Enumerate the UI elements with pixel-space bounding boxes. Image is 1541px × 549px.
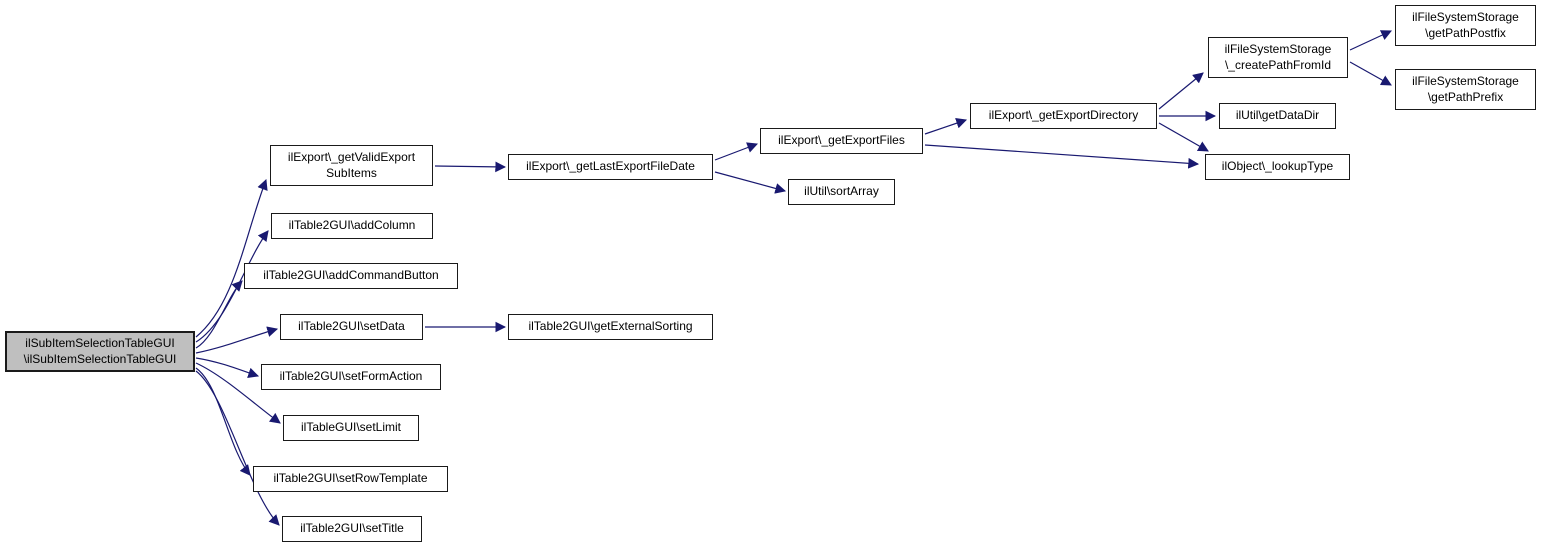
node-ilexport-getlastexportfiledate[interactable]: ilExport\_getLastExportFileDate [508, 154, 713, 180]
node-iltablegui-setlimit[interactable]: ilTableGUI\setLimit [283, 415, 419, 441]
edge-createpathfromid-to-getpathprefix [1349, 61, 1392, 86]
node-ilsubitemselectiontablegui-ilsubitemselectiontablegui: ilSubItemSelectionTableGUI \ilSubItemSel… [5, 331, 195, 372]
node-iltable2gui-getexternalsorting[interactable]: ilTable2GUI\getExternalSorting [508, 314, 713, 340]
edge-root-to-setdata [195, 326, 279, 354]
edge-root-to-setformaction [195, 357, 260, 379]
edge-getlastexportfiledate-to-sortarray [714, 171, 787, 194]
edge-root-to-setlimit [195, 362, 281, 424]
node-ilexport-getvalidexportsubitems[interactable]: ilExport\_getValidExport SubItems [270, 145, 433, 186]
edge-root-to-settitle [195, 370, 280, 526]
node-iltable2gui-settitle[interactable]: ilTable2GUI\setTitle [282, 516, 422, 542]
node-ilfilesystemstorage-getpathpostfix[interactable]: ilFileSystemStorage \getPathPostfix [1395, 5, 1536, 46]
node-ilfilesystemstorage-getpathprefix[interactable]: ilFileSystemStorage \getPathPrefix [1395, 69, 1536, 110]
node-ilexport-getexportfiles[interactable]: ilExport\_getExportFiles [760, 128, 923, 154]
edge-root-to-addcommandbutton [195, 280, 243, 349]
node-iltable2gui-setrowtemplate[interactable]: ilTable2GUI\setRowTemplate [253, 466, 448, 492]
node-ilexport-getexportdirectory[interactable]: ilExport\_getExportDirectory [970, 103, 1157, 129]
node-ilutil-getdatadir[interactable]: ilUtil\getDataDir [1219, 103, 1336, 129]
edge-root-to-getvalidexportsubitems [195, 178, 268, 338]
edge-getexportfiles-to-getexportdirectory [924, 118, 968, 135]
edge-getlastexportfiledate-to-getexportfiles [714, 142, 759, 161]
node-iltable2gui-addcolumn[interactable]: ilTable2GUI\addColumn [271, 213, 433, 239]
node-ilfilesystemstorage-createpathfromid[interactable]: ilFileSystemStorage \_createPathFromId [1208, 37, 1348, 78]
node-iltable2gui-setformaction[interactable]: ilTable2GUI\setFormAction [261, 364, 441, 390]
edge-getexportfiles-to-lookuptype [924, 144, 1200, 169]
node-ilutil-sortarray[interactable]: ilUtil\sortArray [788, 179, 895, 205]
edge-root-to-setrowtemplate [195, 367, 251, 476]
edge-getexportdirectory-to-createpathfromid [1158, 72, 1204, 110]
node-iltable2gui-addcommandbutton[interactable]: ilTable2GUI\addCommandButton [244, 263, 458, 289]
edge-createpathfromid-to-getpathpostfix [1349, 30, 1392, 51]
node-ilobject-lookuptype[interactable]: ilObject\_lookupType [1205, 154, 1350, 180]
edge-getexportdirectory-to-lookuptype [1158, 122, 1209, 152]
edge-getvalidexportsubitems-to-getlastexportfiledate [434, 161, 507, 173]
node-iltable2gui-setdata[interactable]: ilTable2GUI\setData [280, 314, 423, 340]
